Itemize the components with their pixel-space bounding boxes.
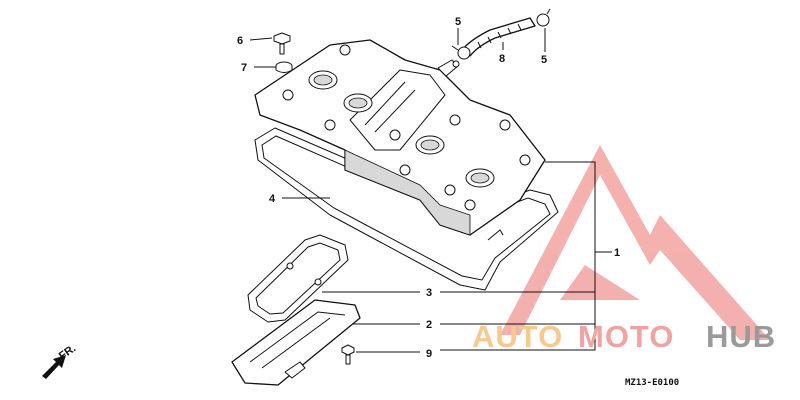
watermark-logo: [500, 145, 770, 340]
washer-7: [275, 61, 293, 73]
leader-lines: [249, 28, 612, 353]
watermark-part-auto: AUTO: [472, 319, 563, 354]
callout-5-right: 5: [541, 54, 547, 66]
breather-hose: [461, 17, 536, 57]
callout-4: 4: [269, 193, 276, 205]
cylinder-head-cover: [254, 39, 546, 241]
watermark-text: AUTO MOTO HUB: [472, 319, 776, 354]
callout-7: 7: [241, 62, 247, 74]
callout-5-left: 5: [455, 16, 461, 28]
gasket-3: [247, 234, 349, 323]
watermark-part-moto: MOTO: [578, 319, 674, 354]
plate-2: [231, 299, 361, 386]
bolt-9: [341, 344, 355, 365]
callout-1: 1: [614, 247, 620, 259]
callout-3: 3: [426, 287, 432, 299]
hose-clamp-left: [451, 45, 471, 60]
bolt-bosses: [282, 44, 531, 211]
front-direction-arrow: FR.: [42, 342, 78, 379]
hose-clamp-right: [536, 8, 551, 27]
plug-holes: [308, 70, 495, 188]
watermark-triangle-outer: [500, 145, 770, 340]
watermark-part-hub: HUB: [706, 319, 776, 354]
callout-8: 8: [499, 53, 505, 65]
callout-6: 6: [237, 35, 243, 47]
watermark-triangle-inner: [560, 265, 640, 300]
callout-9: 9: [426, 348, 432, 360]
diagram-code: MZ13-E0100: [625, 378, 679, 388]
callout-2: 2: [426, 319, 432, 331]
bolt-6: [273, 32, 291, 55]
